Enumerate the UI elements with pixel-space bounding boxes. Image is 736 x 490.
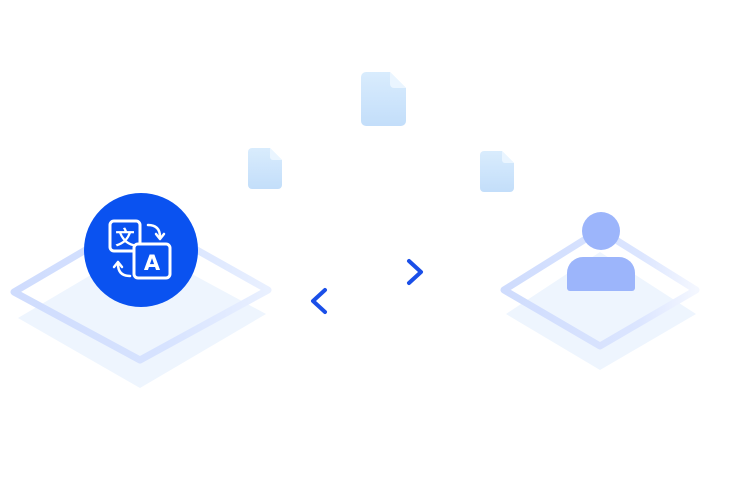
translate-glyph-right: A (144, 251, 161, 275)
translate-glyph-left: 文 (115, 226, 135, 249)
translate-icon: 文 A (108, 219, 172, 280)
exchange-arrows-icon (310, 259, 424, 314)
document-icon (361, 72, 406, 126)
left-platform (10, 214, 272, 388)
document-icon (480, 151, 514, 192)
document-icon (248, 148, 282, 189)
user-icon (567, 212, 635, 291)
right-platform (500, 226, 700, 370)
translate-badge: 文 A (84, 193, 198, 307)
